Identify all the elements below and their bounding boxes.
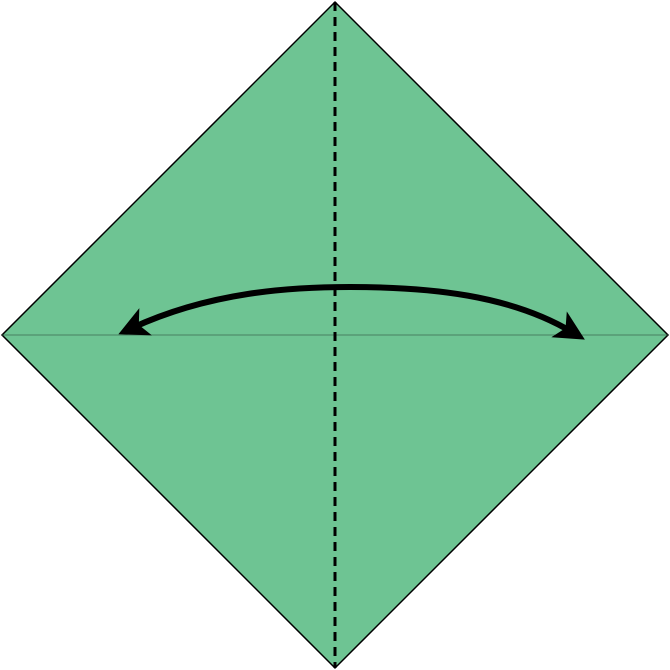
curved-fold-arrow bbox=[118, 283, 585, 340]
